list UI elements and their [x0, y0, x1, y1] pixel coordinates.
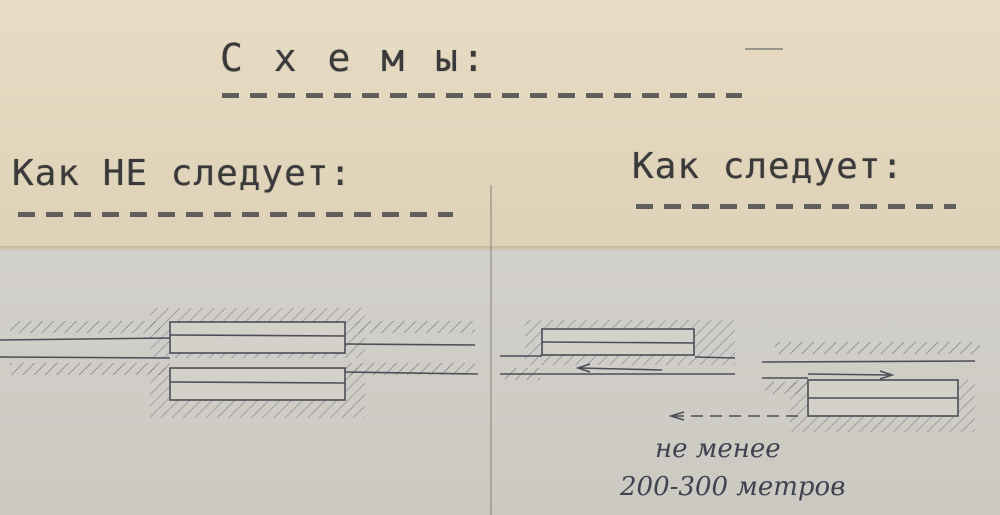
- upper-bank-hatch: [775, 342, 980, 354]
- road-upper-edge-right: [344, 343, 476, 346]
- road-lower-edge-left: [0, 356, 171, 359]
- road-upper-edge-left: [0, 337, 171, 341]
- wrong-scheme-diagram: [0, 308, 479, 418]
- arrow-left-head: [575, 363, 591, 373]
- lower-shelter-divider: [169, 381, 346, 384]
- left-heading: Как НЕ следует:: [12, 153, 353, 194]
- left-shelter-divider: [541, 341, 695, 344]
- column-divider: [490, 185, 492, 515]
- road-upper-edge-c: [761, 360, 976, 363]
- distance-arrow-head: [668, 411, 685, 421]
- paper-seam: [0, 246, 1000, 252]
- lower-bank-hatch-left: [10, 363, 170, 375]
- lower-shelter-block: [169, 367, 346, 401]
- road-upper-edge-b: [694, 356, 736, 359]
- sketch-diagrams: не менее 200-300 метров: [0, 308, 980, 502]
- right-heading: Как следует:: [632, 146, 905, 187]
- arrow-left-shaft: [579, 367, 663, 371]
- distance-annotation-line1: не менее: [655, 434, 781, 464]
- title-trailing-line: [745, 48, 783, 50]
- arrow-right-shaft: [807, 373, 891, 376]
- road-lower-edge-right: [344, 371, 479, 375]
- title-underline: [222, 93, 742, 98]
- correct-scheme-diagram: [500, 320, 980, 432]
- upper-bank-hatch-right: [355, 321, 475, 333]
- distance-annotation-line2: 200-300 метров: [619, 472, 845, 502]
- right-heading-underline: [636, 204, 956, 209]
- upper-shelter-divider: [169, 334, 346, 337]
- upper-shelter-block: [169, 321, 346, 354]
- document-title: С х е м ы:: [220, 36, 489, 80]
- arrow-right-head: [879, 370, 895, 380]
- upper-bank-hatch-left: [10, 321, 160, 333]
- left-heading-underline: [18, 212, 453, 217]
